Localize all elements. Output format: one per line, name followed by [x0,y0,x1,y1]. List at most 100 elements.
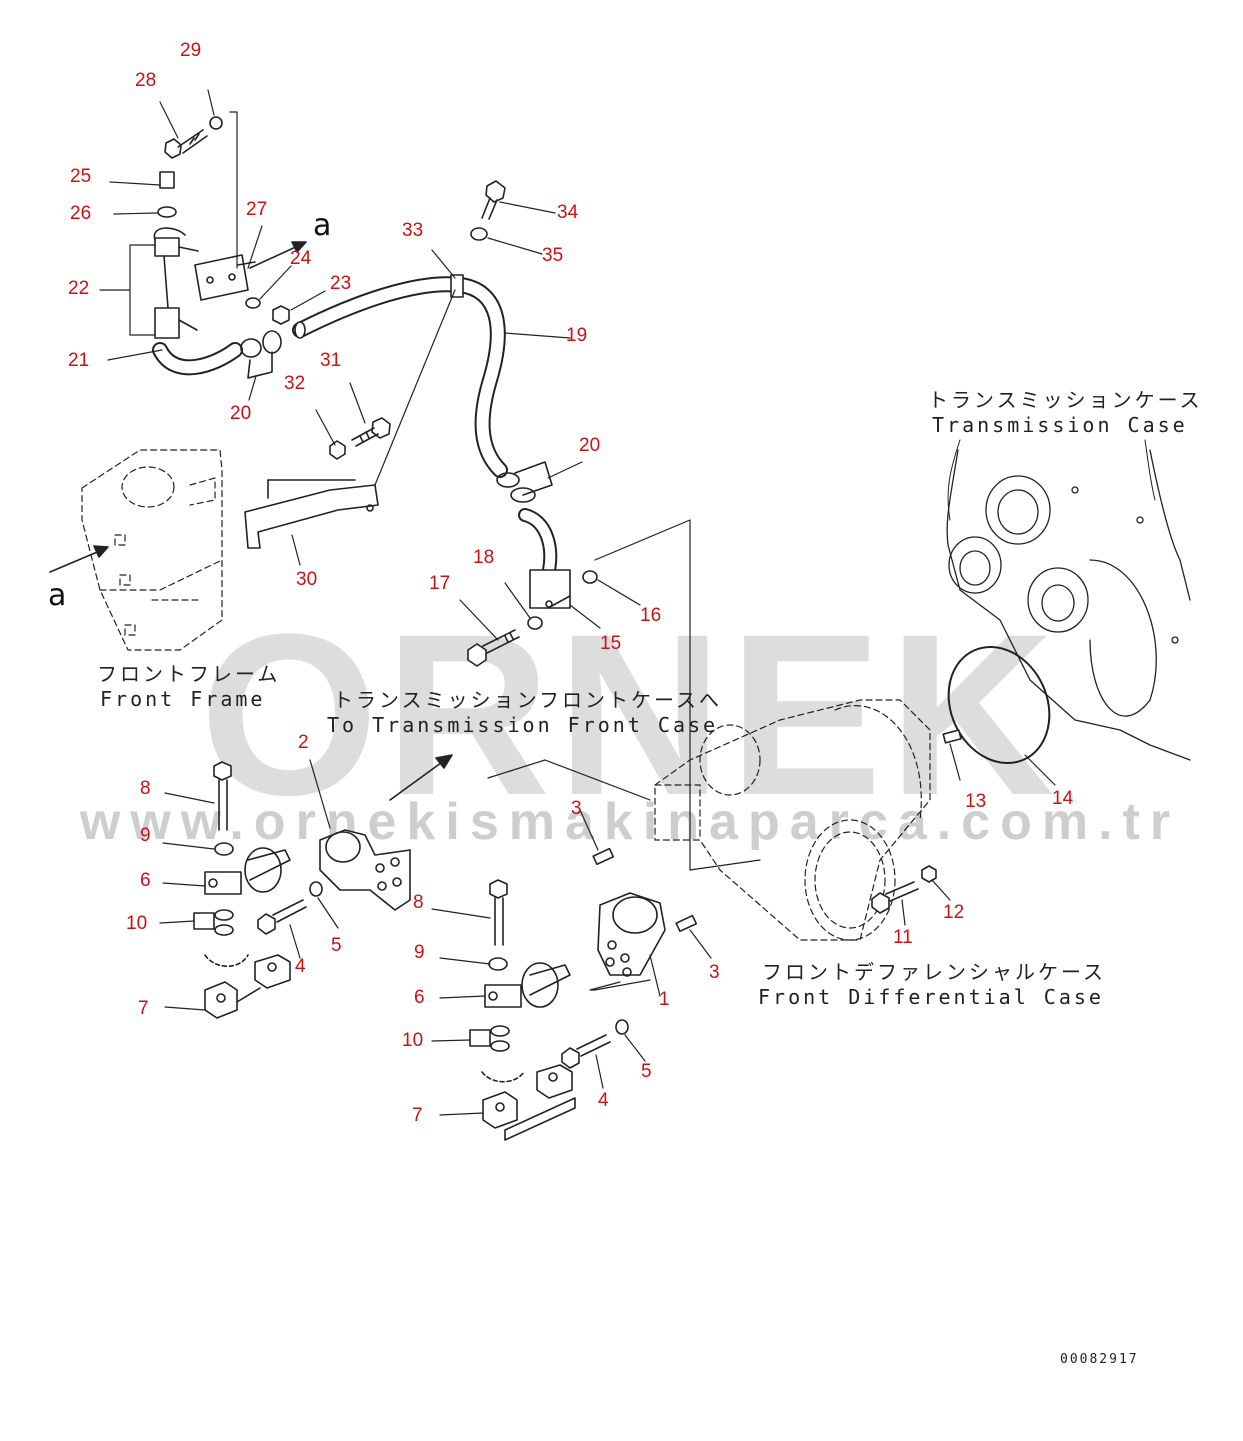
reference-line-front [487,759,651,801]
callout-7-left: 7 [138,998,149,1019]
callout-11: 11 [893,927,913,948]
callout-8-right: 8 [413,892,424,913]
transmission-case [946,449,1191,761]
washer-35 [470,227,488,241]
caption-transmission-case-en: Transmission Case [932,413,1188,437]
plug-25 [159,171,175,189]
watermark-url: www.ornekismakinaparca.com.tr [79,793,1181,851]
callout-6-right: 6 [414,987,425,1008]
hose-21 [152,342,243,376]
view-arrow-a-left [49,545,109,573]
callout-17: 17 [429,573,451,594]
bolt-31 [351,417,391,447]
caption-to-transmission-front-case-en: To Transmission Front Case [327,713,719,737]
callout-9-left: 9 [140,825,151,846]
callout-20-mid: 20 [579,435,601,456]
bushing-6-right [484,962,571,1008]
callout-22: 22 [68,278,90,299]
callout-12: 12 [943,902,965,923]
bolt-4-left [257,899,307,935]
callout-3-b: 3 [709,962,720,983]
dowel-3-b [675,914,698,933]
callout-32: 32 [284,373,306,394]
bolt-8-right [489,879,508,946]
oring-14 [947,645,1051,765]
callout-8-left: 8 [140,778,151,799]
callout-28: 28 [135,70,157,91]
washer-12 [921,865,937,883]
stopper-10-right [469,1025,525,1083]
elbow-pipe-15 [518,508,571,609]
callout-10-left: 10 [126,913,148,934]
callout-16: 16 [640,605,662,626]
callout-9-right: 9 [414,942,425,963]
oring-26 [157,206,177,218]
callout-26: 26 [70,203,92,224]
washer-9-right [488,957,508,971]
callout-4-left: 4 [295,956,306,977]
dowel-13 [942,729,962,744]
bushing-6-left [204,847,291,895]
bolt-28 [164,129,208,159]
callout-33: 33 [402,220,424,241]
callout-13: 13 [965,791,987,812]
bracket-7-left [204,954,291,1019]
oring-16 [582,570,598,584]
view-arrow-a-top [249,241,307,269]
nut-32 [329,440,346,460]
nut-23 [272,305,290,325]
callout-27: 27 [246,199,268,220]
bolt-11 [871,881,919,914]
bolt-34 [481,180,506,220]
view-marker-a-top: a [313,208,332,243]
figure-number: 00082917 [1060,1352,1139,1367]
bracket-30 [244,479,379,549]
arrow-to-transmission [389,754,453,801]
clamp-20-mid [496,461,553,503]
callout-5-right: 5 [641,1061,652,1082]
leader-lines [99,89,1156,1116]
callout-15: 15 [600,633,622,654]
washer-5-right [615,1019,629,1035]
fitting-22 [153,227,199,339]
caption-front-differential-case-ja: フロントデファレンシャルケース [762,960,1106,984]
callout-23: 23 [330,273,352,294]
callout-10-right: 10 [402,1030,424,1051]
callout-3-a: 3 [571,798,582,819]
view-marker-a-left: a [48,578,67,613]
bracket-27 [194,254,256,301]
bolt-4-right [561,1034,611,1069]
callout-20-top: 20 [230,403,252,424]
callout-14: 14 [1052,788,1074,809]
callout-1: 1 [659,989,670,1010]
hose-19 [292,274,508,478]
caption-to-transmission-front-case-ja: トランスミッションフロントケースへ [333,688,722,712]
callout-2: 2 [298,732,309,753]
callout-25: 25 [70,166,92,187]
callout-35: 35 [542,245,564,266]
caption-transmission-case-ja: トランスミッションケース [928,388,1203,412]
callout-31: 31 [320,350,342,371]
callout-21: 21 [68,350,90,371]
caption-front-differential-case-en: Front Differential Case [758,985,1104,1009]
bracket-7-right [482,1064,576,1141]
callout-30: 30 [296,569,318,590]
clamp-20-top [240,330,282,379]
front-differential-case [654,699,931,941]
callout-5-left: 5 [331,935,342,956]
caption-front-frame-en: Front Frame [100,687,266,711]
caption-front-frame-ja: フロントフレーム [97,662,281,686]
bracket-1 [597,892,666,977]
washer-29 [209,116,223,130]
washer-18 [527,616,543,630]
bolt-17 [467,629,520,667]
callout-24: 24 [290,248,312,269]
washer-5-left [309,881,323,897]
bolt-8-left [213,761,232,831]
callout-7-right: 7 [412,1105,423,1126]
washer-24 [245,297,261,309]
callout-34: 34 [557,202,579,223]
washer-9-left [214,842,234,856]
callout-6-left: 6 [140,870,151,891]
